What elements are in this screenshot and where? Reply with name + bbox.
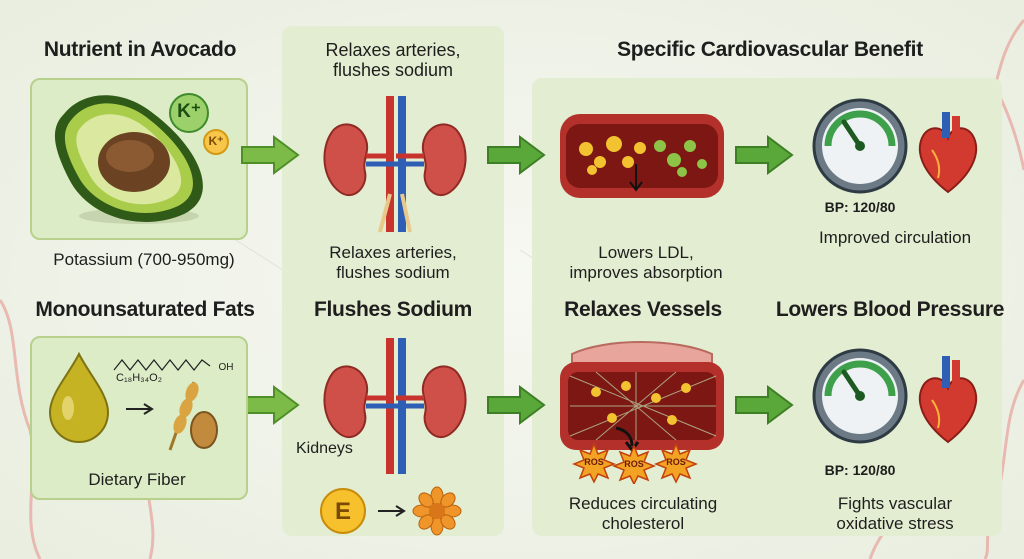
cholesterol-text: Reduces circulating cholesterol xyxy=(568,494,718,533)
potassium-icon-large xyxy=(169,93,209,133)
potassium-icon-small xyxy=(203,129,229,155)
avocado-illustration xyxy=(54,95,203,224)
header-fats: Monounsaturated Fats xyxy=(35,298,255,321)
ros-label-2: ROS xyxy=(624,459,644,469)
header-benefit: Specific Cardiovascular Benefit xyxy=(617,38,923,61)
molecule-group: OH xyxy=(218,362,234,373)
potassium-badge-large-text: K⁺ xyxy=(177,101,201,122)
arrow-row2-c xyxy=(735,385,794,425)
vitamin-e-letter: E xyxy=(334,498,351,525)
arrow-vitamin-icon xyxy=(378,505,406,517)
bp-reading-row1: BP: 120/80 xyxy=(824,199,896,215)
vitamin-e-icon xyxy=(320,488,366,534)
circulation-text: Improved circulation xyxy=(818,228,972,247)
kidneys-illustration-row1 xyxy=(323,96,467,233)
heart-icon-row2 xyxy=(918,356,978,444)
ros-label-1: ROS xyxy=(584,457,604,467)
heart-icon-row1 xyxy=(918,112,978,194)
row1-mechanism-top: Relaxes arteries, flushes sodium xyxy=(325,40,461,80)
header-sodium: Flushes Sodium xyxy=(314,298,472,321)
gauge-icon-row1 xyxy=(812,98,908,194)
arrow-row1-c xyxy=(735,135,794,175)
ros-label-3: ROS xyxy=(666,457,686,467)
bp-reading-row2: BP: 120/80 xyxy=(824,462,896,478)
header-blood-pressure: Lowers Blood Pressure xyxy=(775,298,1005,321)
arrow-row1-a xyxy=(241,135,300,175)
header-vessels: Relaxes Vessels xyxy=(564,298,722,321)
molecule-structure xyxy=(113,359,211,371)
gauge-icon-row2 xyxy=(812,348,908,444)
arrow-row2-b xyxy=(487,385,546,425)
arrow-small-icon xyxy=(126,403,154,415)
row1-mechanism-bottom: Relaxes arteries, flushes sodium xyxy=(329,243,457,282)
flower-icon xyxy=(412,486,462,536)
oxidative-text: Fights vascular oxidative stress xyxy=(836,494,954,533)
header-nutrient: Nutrient in Avocado xyxy=(43,38,237,61)
ros-burst-group xyxy=(572,441,699,484)
potassium-label: Potassium (700-950mg) xyxy=(53,250,235,269)
kidneys-label: Kidneys xyxy=(296,440,353,457)
wheat-fiber-icon xyxy=(168,381,218,451)
artery-cholesterol-illustration xyxy=(560,341,724,453)
ldl-text: Lowers LDL, improves absorption xyxy=(569,243,723,282)
fiber-label: Dietary Fiber xyxy=(88,470,186,489)
artery-ldl-illustration xyxy=(560,114,724,198)
arrow-row2-a xyxy=(241,385,300,425)
kidneys-illustration-row2 xyxy=(323,338,467,474)
oil-drop-icon xyxy=(48,351,110,444)
potassium-badge-small-text: K⁺ xyxy=(208,134,224,148)
arrow-row1-b xyxy=(487,135,546,175)
molecule-formula: C₁₈H₃₄O₂ xyxy=(116,372,162,384)
